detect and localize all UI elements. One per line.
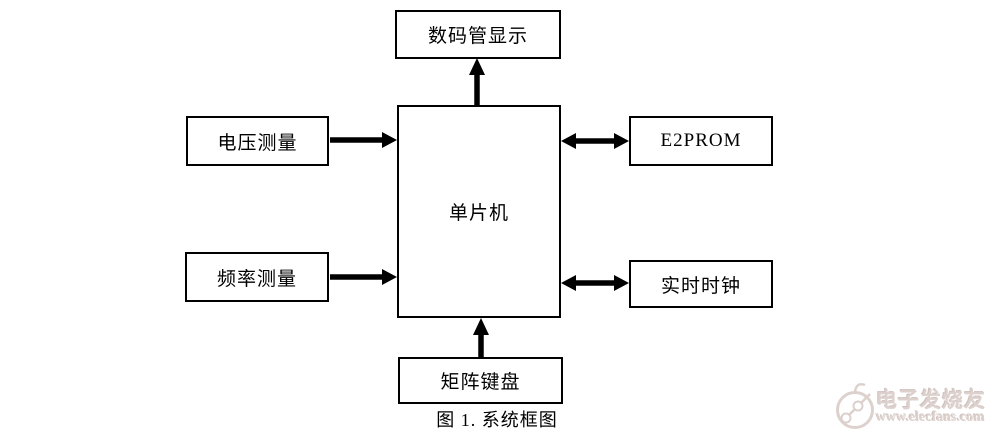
arrow-frequency-to-mcu-icon: [330, 269, 397, 285]
node-label: 电压测量: [217, 132, 298, 154]
watermark: 电子发烧友 www.elecfans.com: [826, 372, 986, 434]
node-e2prom: E2PROM: [629, 116, 773, 166]
figure-caption: 图 1. 系统框图: [436, 410, 558, 430]
node-label: 频率测量: [216, 268, 297, 290]
node-matrix-keypad: 矩阵键盘: [398, 357, 563, 404]
arrow-voltage-to-mcu-icon: [330, 132, 397, 148]
arrow-mcu-rtc-bidirectional-icon: [561, 275, 629, 291]
node-label: 矩阵键盘: [440, 372, 521, 393]
elecfans-logo-icon: [836, 383, 874, 429]
watermark-brand: 电子发烧友: [876, 388, 986, 412]
arrow-mcu-e2prom-bidirectional-icon: [561, 133, 629, 149]
node-label: 实时时钟: [660, 275, 741, 297]
arrow-keypad-to-mcu-icon: [473, 318, 489, 357]
arrow-mcu-to-display-icon: [469, 58, 485, 105]
node-rtc: 实时时钟: [629, 260, 773, 308]
node-mcu: 单片机: [397, 105, 561, 318]
node-label: 数码管显示: [427, 26, 528, 47]
watermark-url: www.elecfans.com: [876, 410, 985, 425]
node-digital-display: 数码管显示: [395, 10, 561, 59]
node-label: 单片机: [448, 203, 509, 224]
node-label: E2PROM: [660, 130, 742, 151]
node-frequency-measure: 频率测量: [185, 252, 329, 302]
node-voltage-measure: 电压测量: [186, 116, 329, 166]
